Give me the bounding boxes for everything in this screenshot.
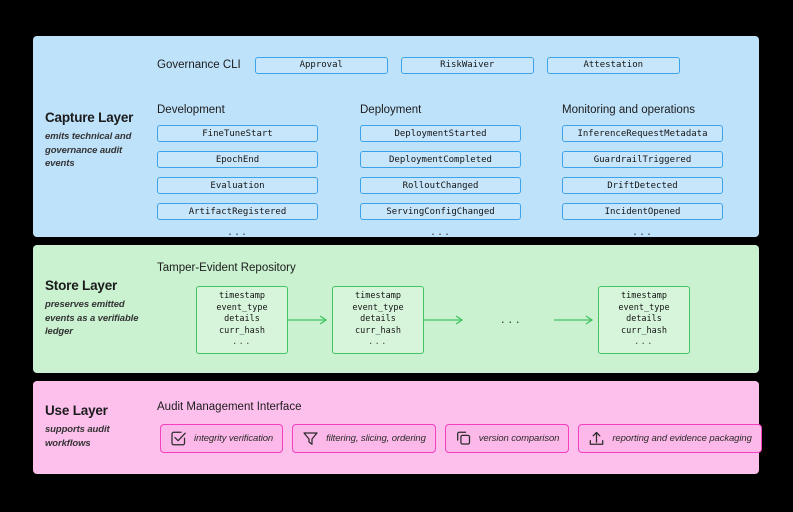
event-chip[interactable]: RolloutChanged (360, 177, 521, 194)
ledger-field: curr_hash (218, 325, 266, 336)
ledger-field: timestamp (620, 291, 668, 302)
tool-label: reporting and evidence packaging (612, 433, 752, 444)
ledger-field: event_type (216, 302, 268, 313)
use-layer-subtitle: supports audit workflows (45, 424, 110, 449)
event-chip[interactable]: DriftDetected (562, 177, 723, 194)
ledger-field-ellipsis: ... (368, 337, 388, 348)
event-chip[interactable]: DeploymentCompleted (360, 151, 521, 168)
event-chip[interactable]: GuardrailTriggered (562, 151, 723, 168)
store-layer-title: Store Layer (45, 278, 118, 293)
tool-integrity-verification[interactable]: integrity verification (160, 424, 284, 453)
capture-column-deployment: Deployment DeploymentStarted DeploymentC… (360, 104, 521, 238)
capture-layer-subtitle: emits technical and governance audit eve… (45, 131, 132, 169)
audit-management-interface-heading: Audit Management Interface (157, 401, 302, 413)
event-chip[interactable]: ArtifactRegistered (157, 203, 318, 220)
event-chip[interactable]: DeploymentStarted (360, 125, 521, 142)
tool-label: integrity verification (194, 433, 274, 444)
event-chip[interactable]: IncidentOpened (562, 203, 723, 220)
ledger-field: curr_hash (620, 325, 668, 336)
column-heading: Deployment (360, 104, 422, 116)
column-ellipsis: ... (226, 227, 249, 238)
ledger-block[interactable]: timestamp event_type details curr_hash .… (196, 286, 288, 354)
store-layer-subtitle: preserves emitted events as a verifiable… (45, 299, 139, 337)
copy-icon (455, 430, 472, 447)
tool-label: filtering, slicing, ordering (326, 433, 426, 444)
ledger-field: timestamp (218, 291, 266, 302)
ledger-field-ellipsis: ... (634, 337, 654, 348)
ledger-field: details (626, 314, 662, 325)
ledger-field: event_type (352, 302, 404, 313)
ledger-block[interactable]: timestamp event_type details curr_hash .… (598, 286, 690, 354)
ledger-field-ellipsis: ... (232, 337, 252, 348)
audit-tools-row: integrity verification filtering, slicin… (160, 424, 762, 453)
event-chip[interactable]: InferenceRequestMetadata (562, 125, 723, 142)
use-layer-title: Use Layer (45, 403, 108, 418)
ledger-field: details (360, 314, 396, 325)
ledger-block[interactable]: timestamp event_type details curr_hash .… (332, 286, 424, 354)
checkbox-icon (170, 430, 187, 447)
tool-reporting-evidence-packaging[interactable]: reporting and evidence packaging (578, 424, 762, 453)
event-chip[interactable]: EpochEnd (157, 151, 318, 168)
column-heading: Development (157, 104, 225, 116)
ledger-field: event_type (618, 302, 670, 313)
chain-arrow-icon (424, 315, 468, 325)
tool-filtering-slicing-ordering[interactable]: filtering, slicing, ordering (292, 424, 436, 453)
governance-chip-riskwaiver[interactable]: RiskWaiver (400, 56, 534, 74)
event-chip[interactable]: FineTuneStart (157, 125, 318, 142)
ledger-field: curr_hash (354, 325, 402, 336)
funnel-icon (302, 430, 319, 447)
chain-arrow-icon (288, 315, 332, 325)
tamper-evident-repository-heading: Tamper-Evident Repository (157, 262, 296, 274)
chain-gap-ellipsis: ... (499, 314, 523, 326)
governance-chip-attestation[interactable]: Attestation (546, 56, 680, 74)
event-chip[interactable]: Evaluation (157, 177, 318, 194)
ledger-field: timestamp (354, 291, 402, 302)
ledger-field: details (224, 314, 260, 325)
event-chip[interactable]: ServingConfigChanged (360, 203, 521, 220)
capture-column-development: Development FineTuneStart EpochEnd Evalu… (157, 104, 318, 238)
tool-label: version comparison (478, 433, 560, 444)
governance-cli-row: Governance CLI Approval RiskWaiver Attes… (157, 56, 680, 74)
capture-column-monitoring: Monitoring and operations InferenceReque… (562, 104, 723, 238)
chain-arrow-icon (554, 315, 598, 325)
ledger-chain: timestamp event_type details curr_hash .… (196, 286, 690, 354)
column-ellipsis: ... (429, 227, 452, 238)
capture-layer-title: Capture Layer (45, 110, 134, 125)
tool-version-comparison[interactable]: version comparison (444, 424, 570, 453)
upload-icon (588, 430, 605, 447)
column-ellipsis: ... (631, 227, 654, 238)
column-heading: Monitoring and operations (562, 104, 695, 116)
governance-cli-label: Governance CLI (157, 59, 241, 71)
governance-chip-approval[interactable]: Approval (254, 56, 388, 74)
